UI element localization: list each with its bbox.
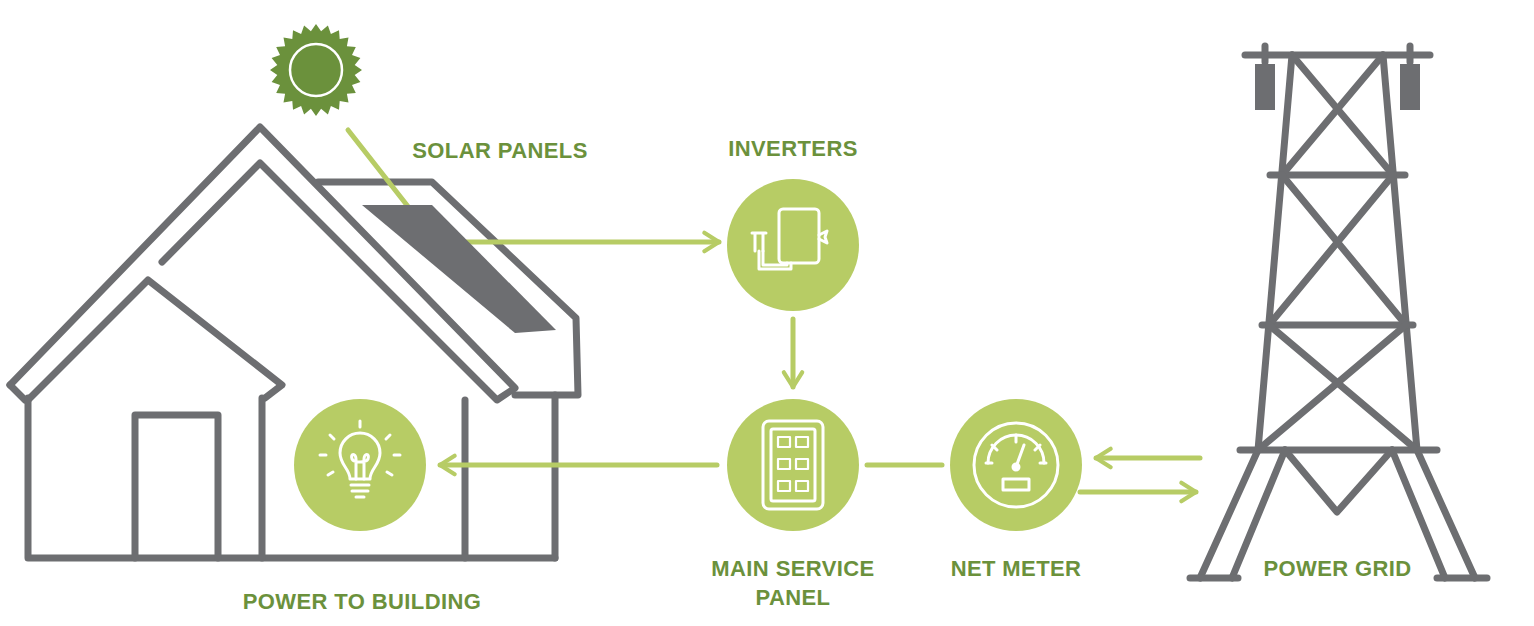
- solar-panel: [362, 205, 556, 333]
- building-circle: POWER TO BUILDING: [222, 399, 502, 621]
- power-grid-tower: POWER GRID: [1190, 40, 1510, 600]
- green-circle: [727, 179, 859, 311]
- solar-panel-graphic: [355, 134, 605, 339]
- tower-strut: [1269, 175, 1393, 325]
- node-label: MAIN SERVICE PANEL: [698, 554, 888, 612]
- flow-arrow: [1080, 490, 1196, 495]
- node-label: SOLAR PANELS: [400, 136, 600, 165]
- tower-strut: [1269, 325, 1417, 450]
- sun: [270, 24, 362, 116]
- flow-arrow: [867, 463, 942, 468]
- flow-arrow: [455, 240, 719, 245]
- tower-strut: [1262, 322, 1413, 329]
- tower-strut: [1407, 46, 1414, 62]
- tower-strut: [1190, 575, 1238, 582]
- net-meter-circle: NET METER: [916, 399, 1116, 589]
- panel-icon: [763, 421, 823, 509]
- tower-strut: [1240, 447, 1437, 454]
- inverter-circle: INVERTERS: [703, 132, 883, 312]
- inverter-icon: [752, 209, 827, 269]
- icon-circle: [290, 395, 430, 535]
- tower-strut: [1285, 450, 1392, 512]
- house-outline: [10, 127, 578, 558]
- tower-strut: [1258, 325, 1406, 450]
- insulator: [1400, 64, 1420, 110]
- node-label: POWER TO BUILDING: [222, 587, 502, 616]
- insulator: [1255, 64, 1275, 110]
- tower-strut: [1245, 52, 1430, 59]
- tower-strut: [1282, 55, 1383, 175]
- solar-panel: SOLAR PANELS: [355, 134, 605, 339]
- flow-arrow: [791, 319, 796, 387]
- node-label: POWER GRID: [1250, 554, 1425, 583]
- green-circle: [294, 399, 426, 531]
- icon-circle: [946, 395, 1086, 535]
- flow-arrow: [440, 463, 717, 468]
- tower-strut: [1282, 175, 1406, 325]
- green-circle: [950, 399, 1082, 531]
- bulb-icon: [320, 421, 400, 497]
- tower-graphic: [1190, 40, 1510, 600]
- tower-strut: [1262, 46, 1269, 62]
- node-label: NET METER: [916, 554, 1116, 583]
- service-panel-circle: MAIN SERVICE PANEL: [693, 399, 893, 621]
- green-circle: [727, 399, 859, 531]
- icon-circle: [723, 175, 863, 315]
- tower-strut: [1270, 172, 1405, 179]
- meter-icon: [974, 423, 1058, 507]
- node-label: INVERTERS: [703, 134, 883, 163]
- tower-strut: [1292, 55, 1393, 175]
- icon-circle: [723, 395, 863, 535]
- tower-strut: [1437, 575, 1487, 582]
- flow-arrow: [1096, 456, 1200, 461]
